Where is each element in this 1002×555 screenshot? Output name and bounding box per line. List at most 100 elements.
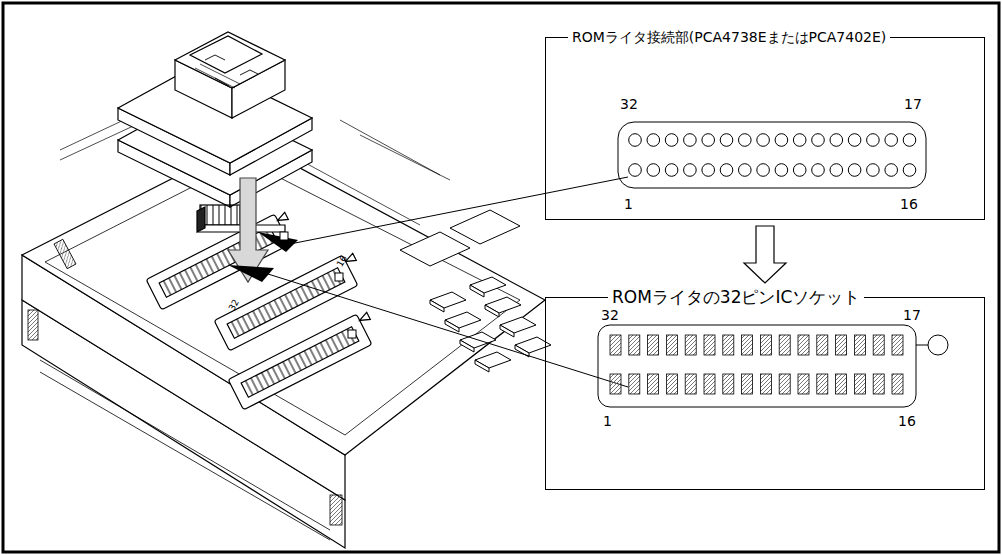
connector-pins: [757, 134, 770, 147]
connector-pins: [629, 134, 642, 147]
socket-contacts: [798, 335, 809, 355]
socket-contacts: [666, 374, 677, 394]
connector-pins: [885, 134, 898, 147]
zif-socket: [228, 314, 372, 410]
connector-pins: [885, 164, 898, 177]
keypad: [470, 277, 506, 297]
socket-contacts: [817, 335, 828, 355]
adapter-unit: [190, 36, 262, 73]
connector-pins: [903, 164, 916, 177]
keypad: [500, 317, 536, 337]
keypad: [475, 352, 511, 372]
keypad: [400, 210, 551, 372]
socket-contacts: [779, 374, 790, 394]
socket-contacts: [704, 335, 715, 355]
adapter-unit: [175, 32, 285, 88]
rom-writer-body: [45, 160, 520, 435]
socket-contacts: [854, 335, 865, 355]
socket-contacts: [685, 374, 696, 394]
socket-contacts: [836, 335, 847, 355]
rom-writer-body: [22, 140, 545, 455]
leader-line: [290, 177, 628, 244]
keypad: [485, 297, 521, 317]
connector-pins: [702, 134, 715, 147]
socket-contacts: [928, 335, 948, 355]
socket-contacts: [742, 335, 753, 355]
adapter-unit: [200, 205, 240, 225]
socket-lever: [280, 232, 356, 338]
socket-contacts: [760, 335, 771, 355]
rom-writer-body: [330, 495, 342, 525]
connector-pins: [647, 164, 660, 177]
socket-contacts: [704, 374, 715, 394]
panel-heading: ROMライタの32ピンICソケット: [608, 288, 864, 306]
socket-contacts: [598, 325, 948, 407]
keypad: [430, 292, 466, 312]
pin-number: 1: [603, 413, 612, 429]
pin-number: 16: [898, 413, 916, 429]
adapter-unit: [195, 64, 240, 88]
pin-number: 1: [624, 196, 633, 212]
socket-contacts: [892, 335, 903, 355]
connector-pins: [775, 134, 788, 147]
socket-lever: [348, 330, 356, 338]
socket-contacts: [798, 374, 809, 394]
pointer-head: [228, 265, 274, 282]
socket-contacts: [836, 374, 847, 394]
socket-contacts: [629, 335, 640, 355]
connector-pins: [848, 134, 861, 147]
adapter-unit: [197, 207, 205, 232]
pin-number: 17: [903, 307, 921, 323]
socket-contacts: [873, 374, 884, 394]
pin-number: 17: [904, 96, 922, 112]
connector-pins: [812, 134, 825, 147]
outer-frame: [3, 3, 999, 552]
connector-pins: [812, 164, 825, 177]
connector-pins: [793, 134, 806, 147]
socket-contacts: [610, 335, 621, 355]
connector-pins: [684, 134, 697, 147]
connector-pins: [793, 164, 806, 177]
connector-pins: [720, 164, 733, 177]
socket-contacts: [723, 335, 734, 355]
connector-pins: [903, 134, 916, 147]
zif-socket: [228, 310, 381, 410]
connector-pins: [720, 134, 733, 147]
connector-pins: [757, 164, 770, 177]
socket-contacts: [685, 335, 696, 355]
connector-pins: [702, 164, 715, 177]
socket-contacts: [854, 374, 865, 394]
connector-pins: [739, 134, 752, 147]
zif-socket: [241, 327, 359, 398]
socket-contacts: [916, 345, 928, 346]
socket-contacts: [817, 374, 828, 394]
zif-socket: [358, 312, 371, 324]
leader-line: [268, 177, 628, 387]
connector-pins: [739, 164, 752, 177]
adapter-unit: [118, 32, 312, 232]
keypad: [460, 332, 496, 352]
pin-number: 16: [900, 196, 918, 212]
connector-pins: [647, 134, 660, 147]
panel-heading: ROMライタ接続部(PCA4738EまたはPCA7402E): [568, 28, 890, 46]
socket-contacts: [598, 325, 916, 407]
socket-contacts: [760, 374, 771, 394]
socket-contacts: [892, 374, 903, 394]
socket-contacts: [666, 335, 677, 355]
connector-pins: [867, 164, 880, 177]
pin-number: 32: [620, 96, 638, 112]
zif-socket: [276, 212, 289, 224]
connector-pins: [830, 134, 843, 147]
connector-pins: [618, 122, 926, 188]
connector-pins: [775, 164, 788, 177]
socket-contacts: [779, 335, 790, 355]
rom-writer-body: [54, 239, 76, 268]
keypad: [400, 232, 470, 266]
socket-contacts: [648, 335, 659, 355]
panel-box: ROMライタの32ピンICソケット: [545, 297, 985, 490]
socket-lever: [280, 232, 288, 240]
pointer-head: [228, 232, 298, 282]
connector-pins: [867, 134, 880, 147]
